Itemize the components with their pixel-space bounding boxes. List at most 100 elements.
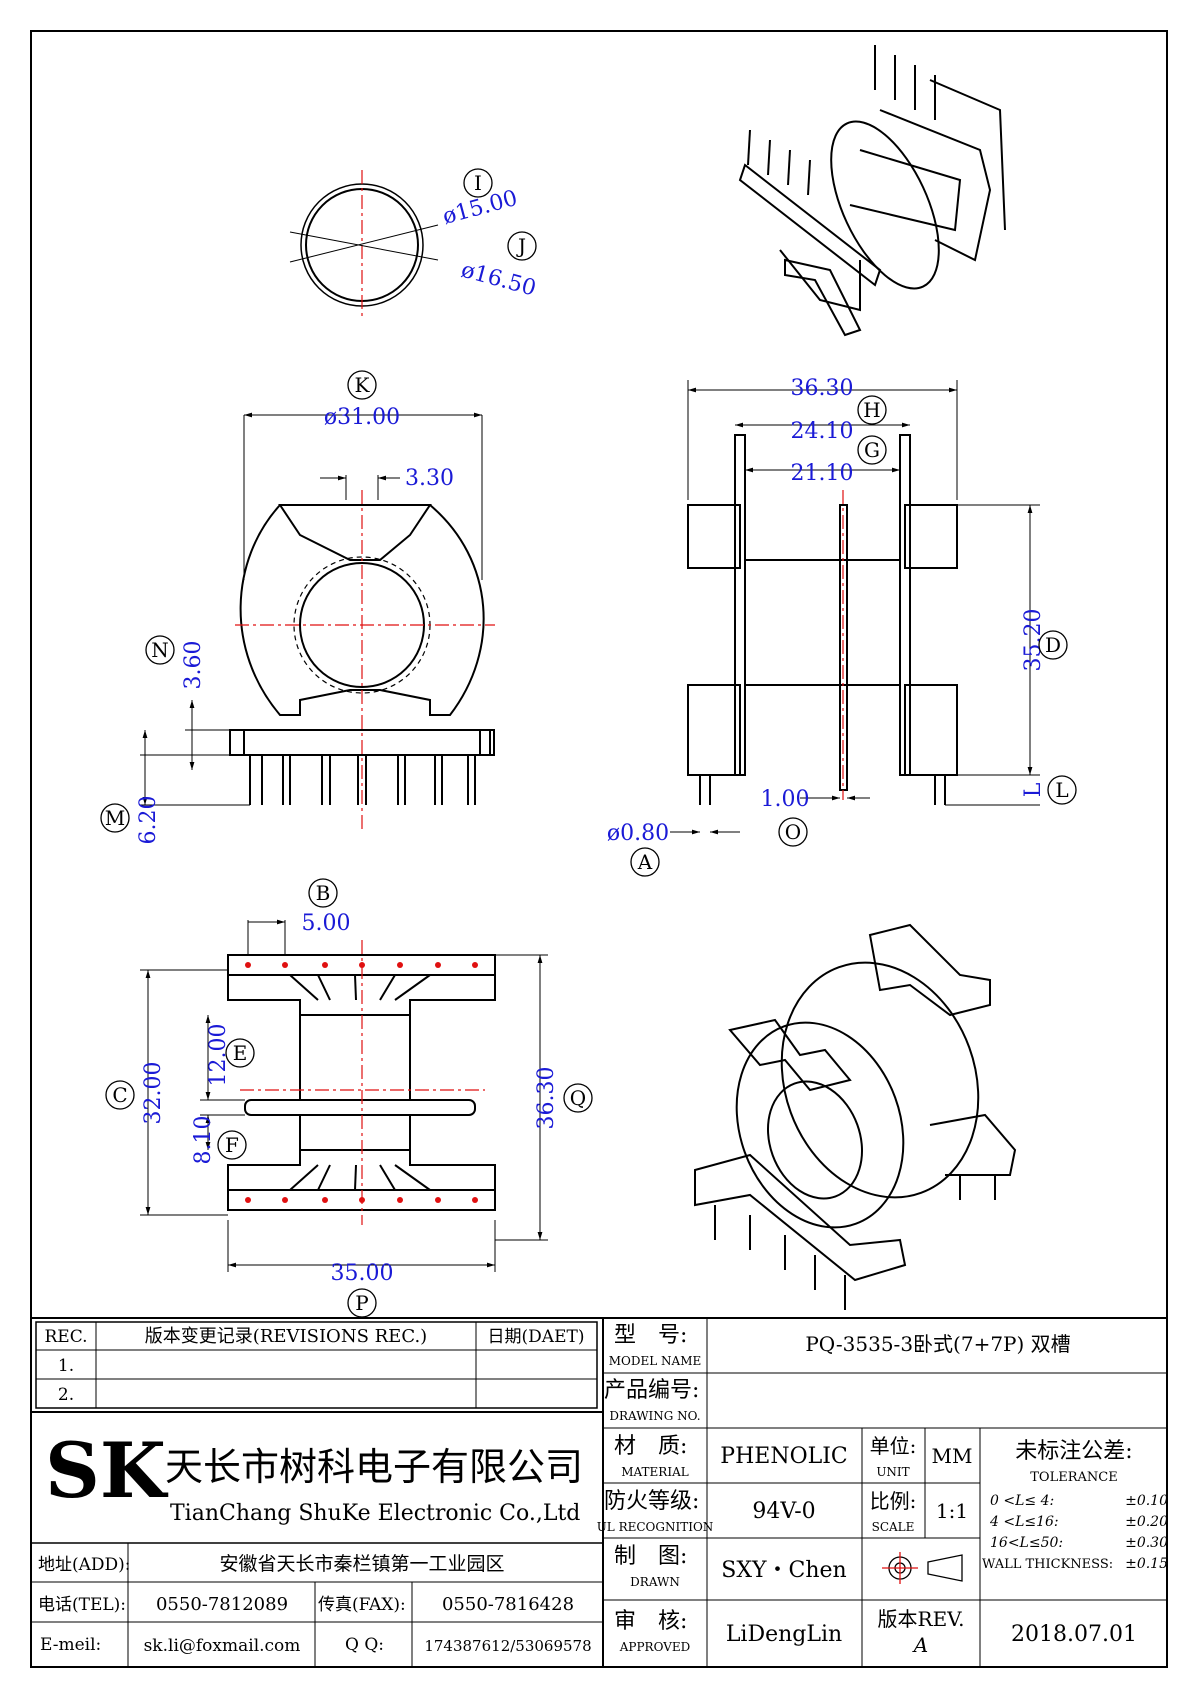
dim-b: 5.00	[302, 911, 351, 936]
side-view	[670, 380, 1040, 835]
logo-text: SK	[45, 1426, 169, 1515]
approved-value: LiDengLin	[726, 1622, 842, 1647]
dim-c: 32.00	[141, 1062, 166, 1125]
label-h: H	[863, 398, 880, 422]
tolerance-en: TOLERANCE	[1030, 1470, 1117, 1485]
address-label: 地址(ADD):	[38, 1555, 131, 1575]
unit-label-cn: 单位:	[870, 1434, 917, 1458]
tolerance-range-3: 16<L≤50:	[990, 1535, 1063, 1551]
drawing-sheet-border	[30, 30, 1168, 1668]
model-value: PQ-3535-3卧式(7+7P) 双槽	[805, 1332, 1070, 1356]
label-n: N	[151, 638, 169, 662]
dim-g2: 21.10	[791, 461, 854, 486]
fire-label-cn: 防火等级:	[604, 1489, 699, 1514]
scale-label-cn: 比例:	[870, 1489, 917, 1513]
label-k: K	[355, 373, 371, 397]
label-l: L	[1055, 778, 1068, 802]
rev-value: A	[912, 1633, 928, 1657]
dim-m: 6.20	[136, 796, 161, 845]
company-name-en: TianChang ShuKe Electronic Co.,Ltd	[170, 1501, 580, 1526]
tel-value: 0550-7812089	[156, 1594, 288, 1615]
date-header: 日期(DAET)	[488, 1327, 585, 1347]
model-label-en: MODEL NAME	[609, 1354, 702, 1368]
label-a: A	[637, 850, 653, 874]
qq-value: 174387612/53069578	[424, 1637, 591, 1655]
approved-label-en: APPROVED	[619, 1640, 691, 1654]
dim-o: 1.00	[761, 787, 810, 812]
email-value: sk.li@foxmail.com	[144, 1636, 301, 1656]
label-p: P	[355, 1291, 368, 1315]
isometric-view-top	[738, 45, 1006, 337]
unit-value: MM	[932, 1444, 973, 1468]
label-g: G	[864, 438, 880, 462]
label-e: E	[233, 1041, 248, 1065]
dim-g: 24.10	[791, 419, 854, 444]
company-logo: SK	[45, 1426, 169, 1515]
label-q: Q	[570, 1086, 586, 1110]
unit-label-en: UNIT	[876, 1465, 909, 1479]
tolerance-value-2: ±0.20	[1125, 1514, 1168, 1530]
label-c: C	[112, 1083, 127, 1107]
drawn-value: SXY・Chen	[721, 1558, 846, 1583]
scale-label-en: SCALE	[872, 1520, 915, 1534]
tolerance-range-4: WALL THICKNESS:	[982, 1557, 1113, 1572]
label-j: J	[516, 234, 526, 258]
material-label-en: MATERIAL	[621, 1465, 689, 1479]
scale-value: 1:1	[936, 1499, 968, 1523]
drawn-label-en: DRAWN	[630, 1575, 680, 1589]
dim-n: 3.60	[181, 641, 206, 690]
drawn-label-cn: 制 图:	[614, 1544, 687, 1569]
approved-label-cn: 审 核:	[614, 1609, 687, 1634]
tolerance-range-1: 0 <L≤ 4:	[990, 1493, 1054, 1509]
dim-p: 35.00	[331, 1261, 394, 1286]
qq-label: Q Q:	[345, 1635, 384, 1655]
dim-l: L	[1021, 782, 1046, 797]
rev-row-1: 1.	[58, 1356, 74, 1376]
dim-h: 36.30	[791, 376, 854, 401]
fax-value: 0550-7816428	[442, 1594, 574, 1615]
dim-a: ø0.80	[607, 821, 669, 846]
rev-label: 版本REV.	[878, 1607, 965, 1631]
top-view	[140, 919, 548, 1272]
isometric-view-bottom	[694, 923, 1017, 1310]
tolerance-value-1: ±0.10	[1125, 1493, 1168, 1509]
label-i: I	[474, 171, 482, 195]
label-m: M	[105, 806, 125, 830]
material-value: PHENOLIC	[720, 1444, 847, 1469]
fire-value: 94V-0	[752, 1499, 815, 1524]
drawing-label-en: DRAWING NO.	[609, 1409, 700, 1423]
tel-label: 电话(TEL):	[38, 1595, 126, 1615]
fax-label: 传真(FAX):	[318, 1595, 406, 1615]
dim-d: 35.20	[1021, 609, 1046, 672]
rev-header: REC.	[44, 1327, 87, 1347]
tolerance-title: 未标注公差:	[1015, 1439, 1132, 1464]
fire-label-en: UL RECOGNITION	[597, 1520, 714, 1534]
model-label-cn: 型 号:	[614, 1323, 687, 1348]
dim-slot: 3.30	[405, 466, 454, 491]
revisions-header: 版本变更记录(REVISIONS REC.)	[145, 1326, 427, 1347]
dim-f: 8.10	[191, 1116, 216, 1165]
address-value: 安徽省天长市秦栏镇第一工业园区	[219, 1553, 504, 1575]
pin-markers	[245, 962, 478, 1203]
dim-k: ø31.00	[324, 405, 400, 430]
projection-symbol-icon	[882, 1552, 963, 1584]
label-o: O	[785, 820, 801, 844]
dim-q: 36.30	[534, 1067, 559, 1130]
label-d: D	[1045, 633, 1061, 657]
rev-row-2: 2.	[58, 1385, 74, 1405]
tolerance-value-3: ±0.30	[1125, 1535, 1168, 1551]
dim-e: 12.00	[206, 1024, 231, 1087]
tolerance-range-2: 4 <L≤16:	[989, 1514, 1059, 1530]
label-f: F	[225, 1133, 239, 1157]
label-b: B	[316, 881, 331, 905]
drawing-label-cn: 产品编号:	[604, 1378, 699, 1403]
tolerance-value-4: ±0.15	[1125, 1556, 1168, 1572]
front-view	[140, 412, 495, 830]
email-label: E-meil:	[40, 1635, 101, 1655]
company-name-cn: 天长市树科电子有限公司	[165, 1445, 583, 1489]
date-value: 2018.07.01	[1011, 1622, 1137, 1647]
core-section-view	[289, 170, 439, 320]
material-label-cn: 材 质:	[614, 1434, 687, 1459]
